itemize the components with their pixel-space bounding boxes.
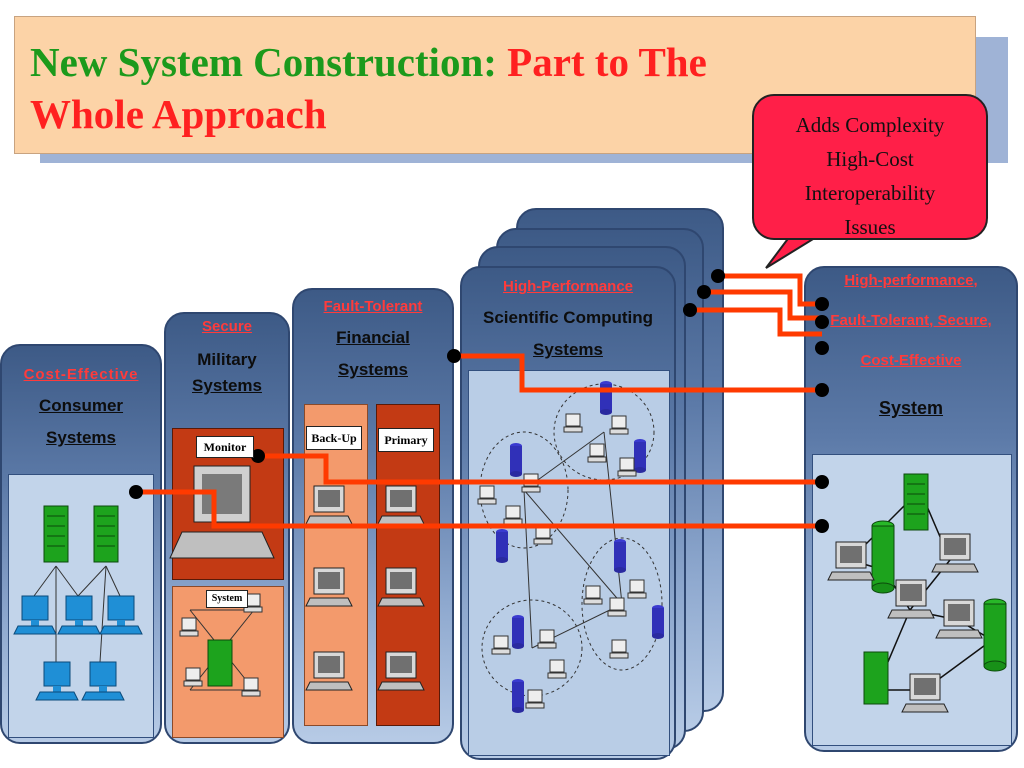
connector-dot — [129, 485, 143, 499]
connector-dot — [815, 383, 829, 397]
callout-line-4: Issues — [844, 215, 896, 239]
consumer-sub1: Consumer — [38, 396, 124, 415]
military-title: Secure — [201, 318, 253, 335]
military-sub2: Systems — [192, 376, 262, 395]
connector-dot — [683, 303, 697, 317]
target-title-2: Fault-Tolerant, Secure, — [830, 312, 992, 329]
scientific-panel: High-Performance Scientific Computing Sy… — [460, 266, 676, 760]
primary-label: Primary — [378, 428, 434, 452]
callout-line-1: Adds Complexity — [795, 113, 945, 137]
connector-dot — [251, 449, 265, 463]
monitor-label: Monitor — [196, 436, 254, 458]
scientific-network — [477, 381, 664, 713]
system-label: System — [206, 590, 248, 608]
callout-line-3: Interoperability — [804, 181, 936, 205]
callout-line-2: High-Cost — [826, 147, 914, 171]
financial-graphics — [305, 485, 425, 691]
consumer-network — [13, 505, 143, 701]
target-network — [827, 473, 1007, 713]
title-part-3: Whole Approach — [30, 91, 327, 137]
target-sub: System — [878, 398, 944, 418]
connector-dot — [447, 349, 461, 363]
scientific-sub2: Systems — [533, 340, 603, 359]
connector-dot — [815, 519, 829, 533]
military-sub1: Military — [197, 350, 257, 369]
connector-dot — [815, 475, 829, 489]
connector-dot — [697, 285, 711, 299]
complexity-callout: Adds Complexity High-Cost Interoperabili… — [752, 94, 988, 240]
connector-dot — [711, 269, 725, 283]
military-graphics — [169, 465, 275, 697]
financial-title: Fault-Tolerant — [323, 298, 423, 315]
connector-dot — [815, 341, 829, 355]
scientific-sub1: Scientific Computing — [483, 308, 653, 327]
connector-dot — [815, 297, 829, 311]
connector-lines — [136, 273, 822, 529]
target-title-1: High-performance, — [844, 272, 978, 289]
slide-title: New System Construction: Part to The Who… — [30, 36, 850, 140]
financial-sub2: Systems — [338, 360, 408, 379]
backup-label: Back-Up — [306, 426, 362, 450]
scientific-title: High-Performance — [502, 278, 634, 295]
target-title-3: Cost-Effective — [860, 352, 962, 369]
scientific-network-area — [468, 370, 670, 756]
title-part-1: New System Construction: — [30, 39, 508, 85]
financial-sub1: Financial — [336, 328, 410, 347]
connector-dot — [815, 315, 829, 329]
title-part-2: Part to The — [507, 39, 707, 85]
consumer-title: Cost-Effective — [23, 366, 139, 383]
consumer-sub2: Systems — [46, 428, 116, 447]
